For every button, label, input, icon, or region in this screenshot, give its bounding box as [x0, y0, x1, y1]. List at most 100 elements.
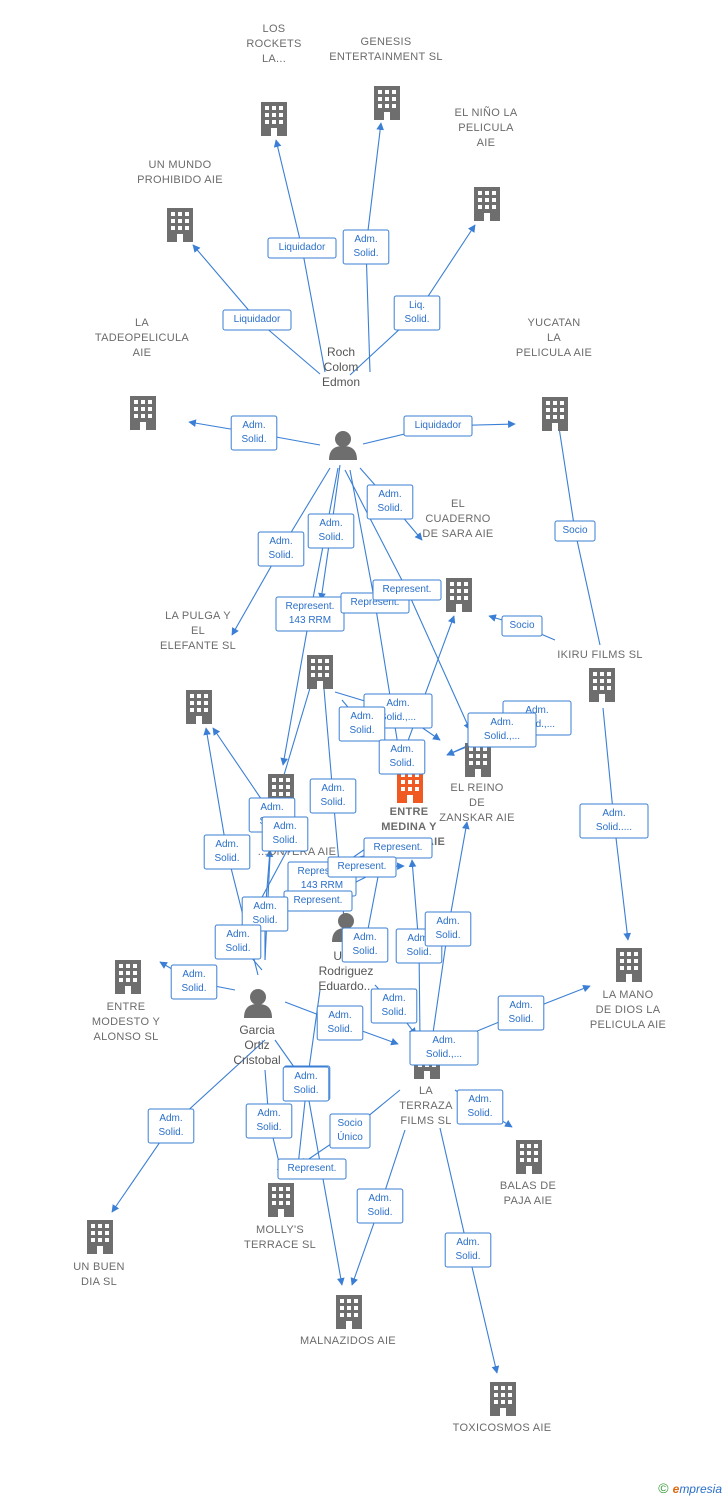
node-label: MOLLY'S: [256, 1224, 304, 1236]
edge-label[interactable]: Adm.Solid.: [230, 415, 278, 451]
edge-label-text: Solid.: [353, 248, 378, 259]
node-label: LOS: [263, 23, 286, 35]
company-node[interactable]: IKIRU FILMS SL: [557, 649, 643, 702]
company-node[interactable]: MALNAZIDOS AIE: [300, 1295, 396, 1347]
edge-label[interactable]: Adm.Solid.: [170, 964, 218, 1000]
node-label: DE DIOS LA: [596, 1004, 661, 1016]
edge-label[interactable]: Adm.Solid.: [147, 1108, 195, 1144]
footer-brand: ©empresia: [658, 1480, 722, 1496]
edge-label[interactable]: Adm.Solid.: [356, 1188, 404, 1224]
edge-label[interactable]: Adm.Solid.: [444, 1232, 492, 1268]
edge-label[interactable]: Represent.: [283, 890, 353, 912]
edge-label-box: [409, 1030, 479, 1066]
edge-label[interactable]: Adm.Solid.: [316, 1005, 364, 1041]
building-icon: [589, 668, 615, 702]
node-label: LA: [419, 1085, 433, 1097]
edge-label[interactable]: Adm.Solid.: [245, 1103, 293, 1139]
edge-label[interactable]: Adm.Solid.,...: [409, 1030, 479, 1066]
edge-label-text: Solid.,...: [380, 712, 416, 723]
edge-label-box: [372, 579, 442, 601]
edge-label[interactable]: Adm.Solid.: [366, 484, 414, 520]
edge-label[interactable]: Adm.Solid.: [261, 816, 309, 852]
edge-label[interactable]: Socio: [554, 520, 596, 542]
edge-label[interactable]: Adm.Solid.: [341, 927, 389, 963]
node-label: TOXICOSMOS AIE: [453, 1422, 552, 1434]
company-node[interactable]: TOXICOSMOS AIE: [453, 1382, 552, 1434]
edge-label-text: Represent.: [286, 601, 335, 612]
edge-label[interactable]: Liquidador: [267, 237, 337, 259]
edge-label[interactable]: Adm.Solid.: [424, 911, 472, 947]
edge-label-text: Solid.: [508, 1014, 533, 1025]
edge-label[interactable]: Liq.Solid.: [393, 295, 441, 331]
edge-label[interactable]: Adm.Solid.: [257, 531, 305, 567]
node-label: TERRACE SL: [244, 1239, 316, 1251]
edge-label[interactable]: Adm.Solid.....: [579, 803, 649, 839]
node-label: IKIRU FILMS SL: [557, 649, 643, 661]
node-label: BALAS DE: [500, 1180, 556, 1192]
building-icon: [542, 397, 568, 431]
company-node[interactable]: MOLLY'S TERRACE SL: [244, 1183, 316, 1251]
edge-label[interactable]: Adm.Solid.: [309, 778, 357, 814]
edge-label-text: Represent.: [288, 1163, 337, 1174]
edge-label[interactable]: Socio: [501, 615, 543, 637]
edge-label-text: Solid.,...: [484, 731, 520, 742]
edge-label-text: 143 RRM: [289, 615, 331, 626]
node-label: AIE: [133, 347, 152, 359]
edge-label[interactable]: Adm.Solid.,...: [467, 712, 537, 748]
edge-label[interactable]: Adm.Solid.: [203, 834, 251, 870]
edge-label[interactable]: Adm.Solid.: [378, 739, 426, 775]
edge-label[interactable]: Adm.Solid.: [342, 229, 390, 265]
edge-label[interactable]: Represent.: [363, 837, 433, 859]
edge-label-text: Solid.: [389, 758, 414, 769]
node-label: ALONSO SL: [93, 1031, 158, 1043]
node-label: UN MUNDO: [149, 159, 212, 171]
edge-label-box: [579, 803, 649, 839]
edge-label[interactable]: Represent.: [372, 579, 442, 601]
edge-label-box: [456, 1089, 504, 1125]
edge-label[interactable]: Adm.Solid.: [307, 513, 355, 549]
building-icon: [167, 208, 193, 242]
building-icon: [374, 86, 400, 120]
edge-label[interactable]: Liquidador: [222, 309, 292, 331]
edge-label[interactable]: Liquidador: [403, 415, 473, 437]
edge-label-box: [378, 739, 426, 775]
edge-label[interactable]: Represent.: [277, 1158, 347, 1180]
company-node[interactable]: LOSROCKETSLA...: [246, 23, 301, 136]
edge-label-box: [444, 1232, 492, 1268]
edge-label-box: [341, 927, 389, 963]
edge-label[interactable]: Adm.Solid.: [282, 1066, 330, 1102]
edge-label-text: Adm.: [321, 783, 344, 794]
edge-label[interactable]: Adm.Solid.: [338, 706, 386, 742]
edge-label-text: Solid.: [241, 434, 266, 445]
edge-label[interactable]: Represent. 143 RRM: [275, 596, 345, 632]
edge-label-box: [257, 531, 305, 567]
brand-rest: mpresia: [679, 1482, 722, 1496]
edge-label[interactable]: Adm.Solid.: [241, 896, 289, 932]
building-icon: [307, 655, 333, 689]
edge-label[interactable]: Adm.Solid.: [370, 988, 418, 1024]
node-label: EL: [451, 498, 465, 510]
edge-label-box: [147, 1108, 195, 1144]
edge-label[interactable]: Adm.Solid.: [456, 1089, 504, 1125]
edge-label-box: [370, 988, 418, 1024]
edge-label[interactable]: Adm.Solid.: [497, 995, 545, 1031]
edge-label[interactable]: Represent.: [327, 856, 397, 878]
edge-label[interactable]: Adm.Solid.: [214, 924, 262, 960]
